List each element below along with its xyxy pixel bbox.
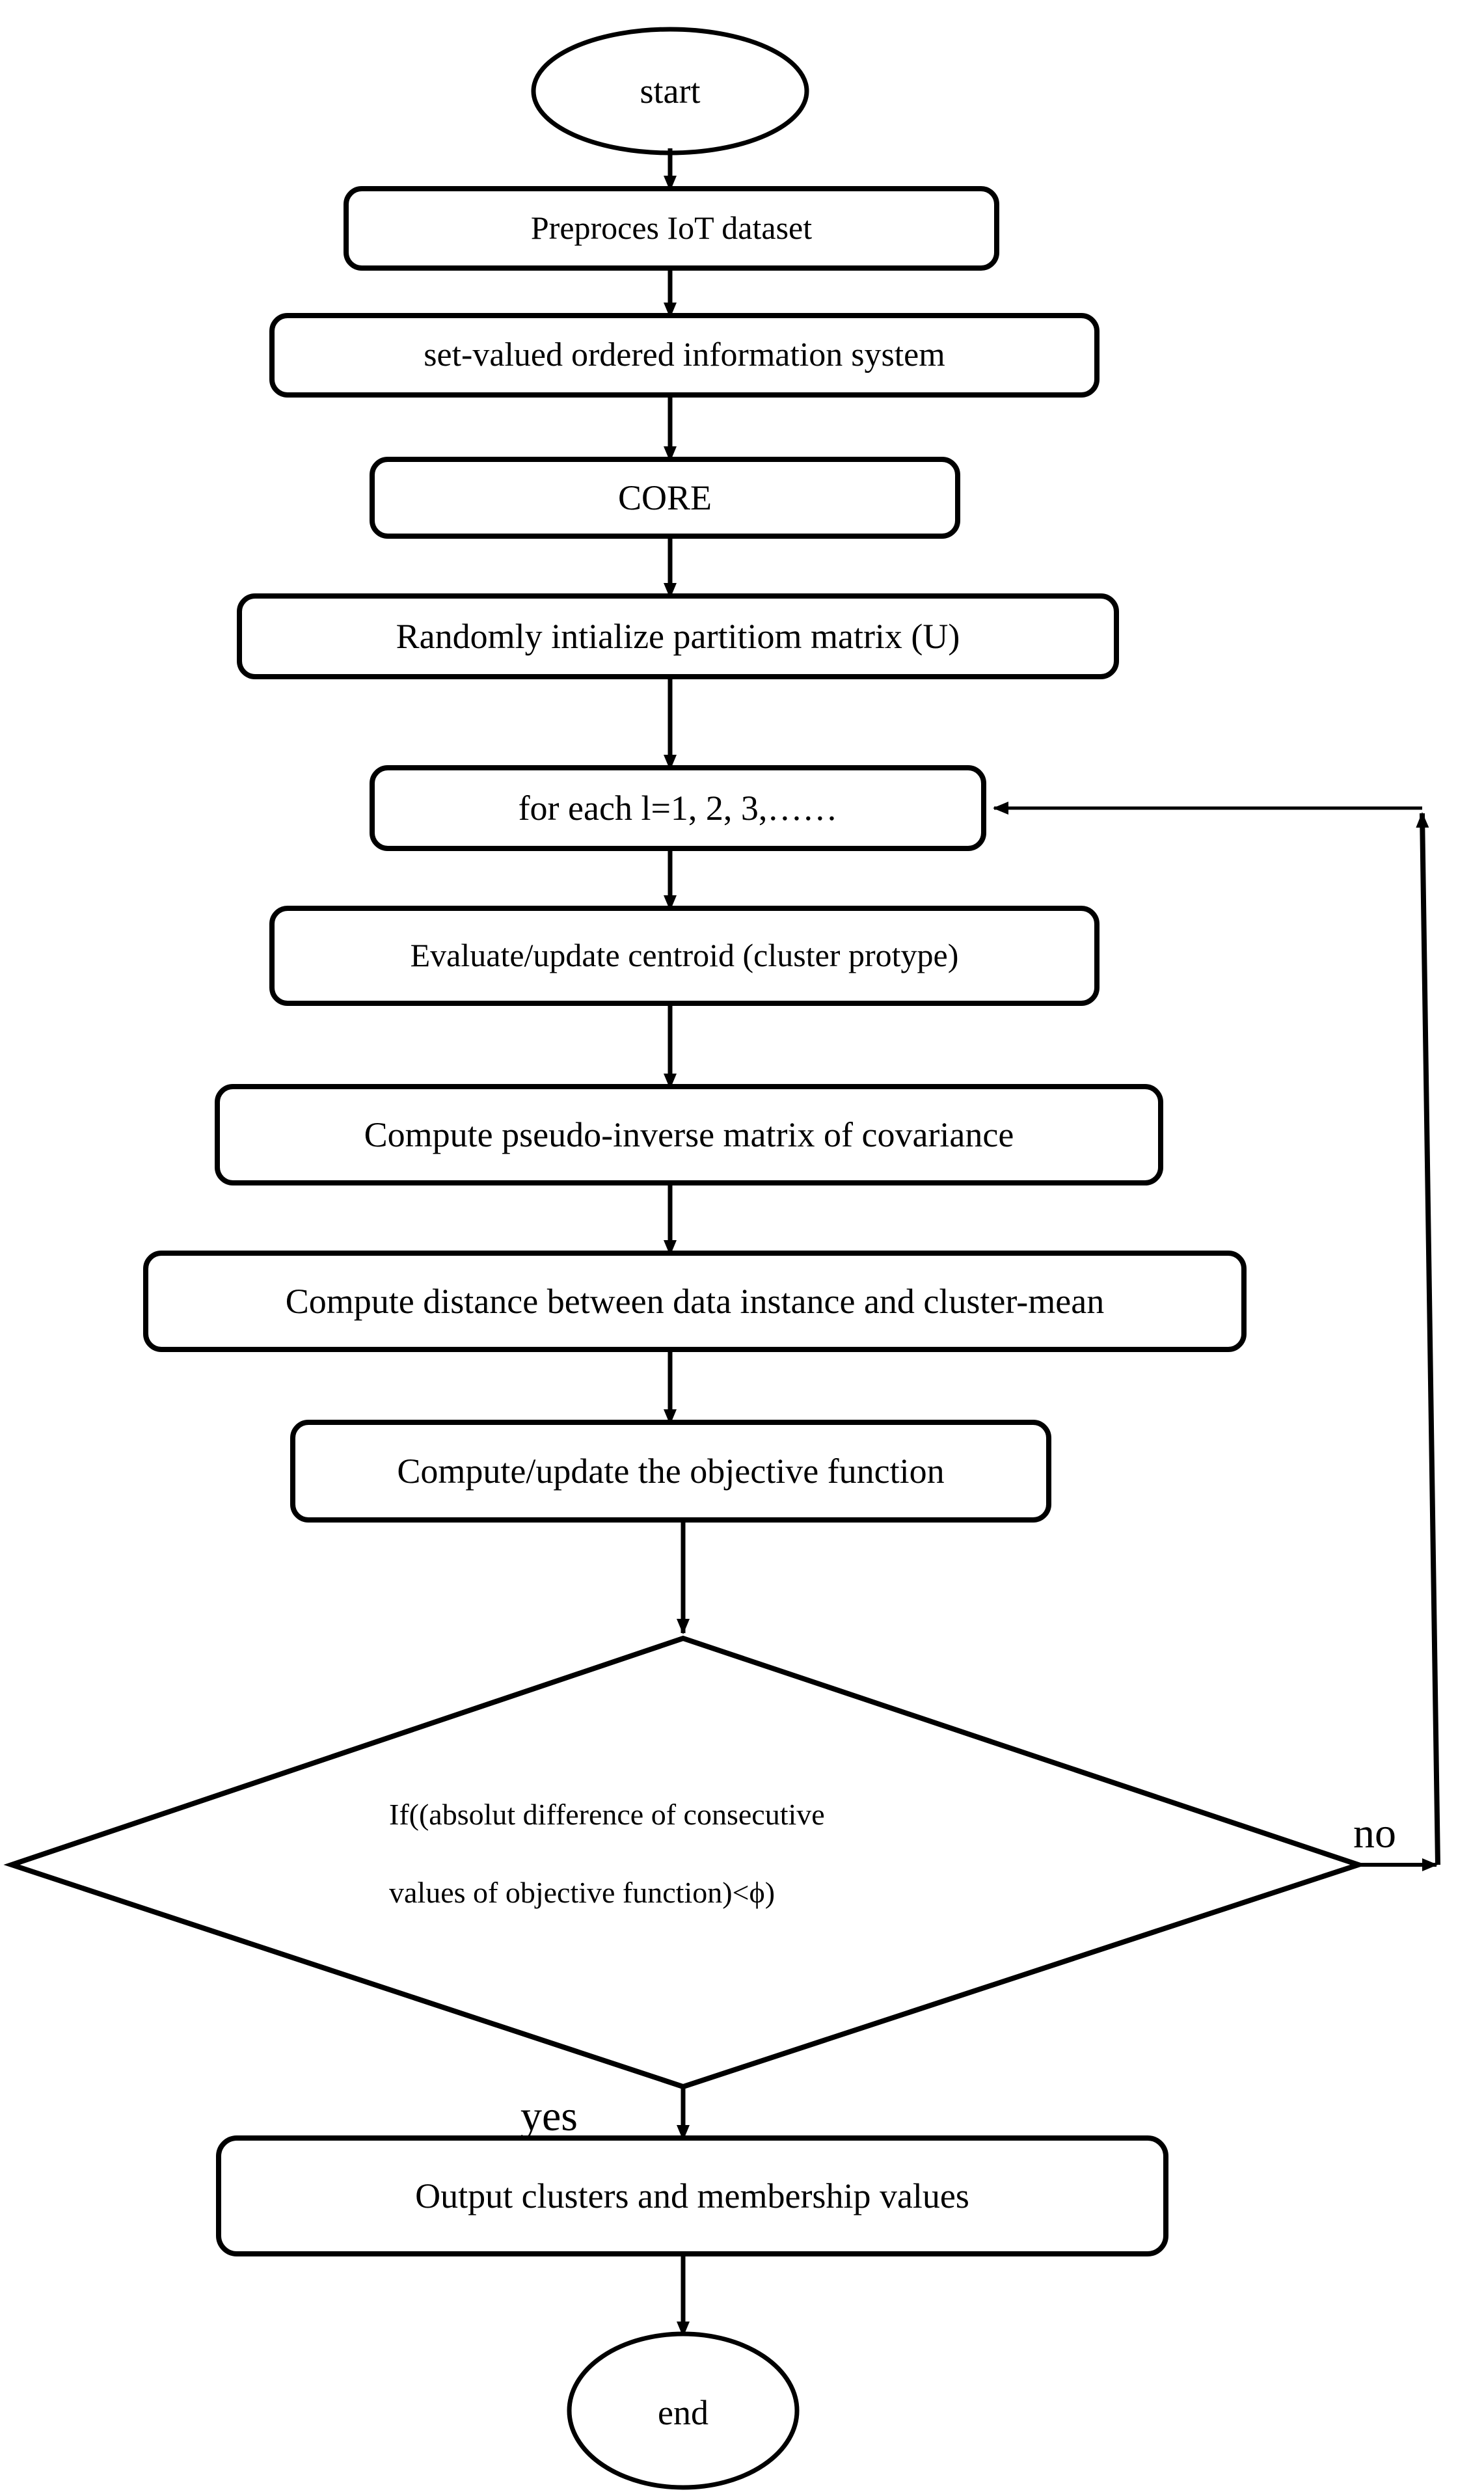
node-core-shape bbox=[370, 457, 960, 539]
node-output-shape bbox=[216, 2135, 1168, 2256]
node-end-shape bbox=[567, 2331, 800, 2490]
node-initu-shape bbox=[237, 593, 1119, 679]
node-pseudoinv-shape bbox=[215, 1084, 1163, 1185]
node-centroid-shape bbox=[269, 906, 1100, 1006]
node-svois-shape bbox=[269, 313, 1100, 398]
node-distance-shape bbox=[143, 1251, 1247, 1352]
node-foreach-shape bbox=[370, 765, 986, 851]
node-start-shape bbox=[531, 27, 809, 156]
node-objective-shape bbox=[290, 1420, 1051, 1523]
node-preprocess-shape bbox=[344, 186, 999, 271]
edge-decision-no-vertical bbox=[1416, 812, 1440, 1865]
node-decision-shape bbox=[3, 1635, 1367, 2090]
